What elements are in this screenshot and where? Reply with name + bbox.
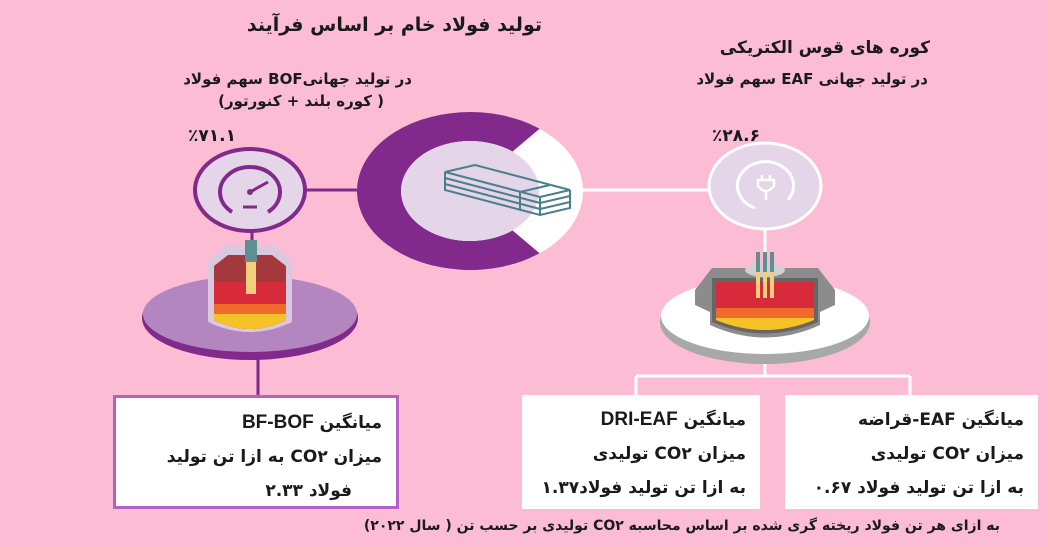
footer-note: به ازای هر تن فولاد ریخته گری شده بر اسا… xyxy=(363,518,1000,534)
box-value: به ازا تن تولید فولاد ۰.۶۷ xyxy=(813,478,1024,498)
eaf-share-label: ٪۲۸.۶ xyxy=(712,126,760,146)
page-title: تولید فولاد خام بر اساس فرآیند xyxy=(246,14,542,36)
box-line: میزان CO۲ تولیدی xyxy=(870,444,1024,464)
gauge-icon xyxy=(193,147,307,233)
scrap-eaf-co2-box: میانگین EAF-قراضه میزان CO۲ تولیدی به از… xyxy=(785,395,1038,509)
box-value: به ازا تن تولید فولاد۱.۳۷ xyxy=(541,478,746,498)
electric-plug-icon xyxy=(707,141,823,231)
bof-furnace-illustration xyxy=(142,240,358,360)
box-label: میانگین xyxy=(677,410,746,430)
box-value: فولاد ۲.۳۳ xyxy=(265,481,352,501)
bof-share-segment xyxy=(356,111,540,270)
box-line: میزان CO۲ به ازا تن تولید xyxy=(166,447,382,467)
dri-eaf-co2-box: میانگین DRI-EAF میزان CO۲ تولیدی به ازا … xyxy=(522,395,760,509)
eaf-title: کوره های قوس الکتریکی xyxy=(719,38,930,58)
eaf-box-connectors xyxy=(634,358,912,396)
bof-subtitle-note: ( کوره بلند + کنورتور) xyxy=(218,92,384,110)
bof-subtitle: در تولید جهانیBOF سهم فولاد xyxy=(183,70,412,88)
eaf-furnace-illustration xyxy=(660,252,870,364)
process-name: DRI-EAF xyxy=(600,409,678,430)
eaf-subtitle: در تولید جهانی EAF سهم فولاد xyxy=(696,70,928,88)
process-name: BF-BOF xyxy=(241,412,314,433)
bf-bof-co2-box: میانگین BF-BOF میزان CO۲ به ازا تن تولید… xyxy=(113,395,399,509)
box-line: میزان CO۲ تولیدی xyxy=(592,444,746,464)
steel-slab-icon xyxy=(444,163,571,217)
share-donut-chart xyxy=(356,111,583,270)
box-label: میانگین EAF-قراضه xyxy=(858,410,1024,430)
box-label: میانگین xyxy=(313,413,382,433)
bof-share-label: ٪۷۱.۱ xyxy=(188,126,236,146)
